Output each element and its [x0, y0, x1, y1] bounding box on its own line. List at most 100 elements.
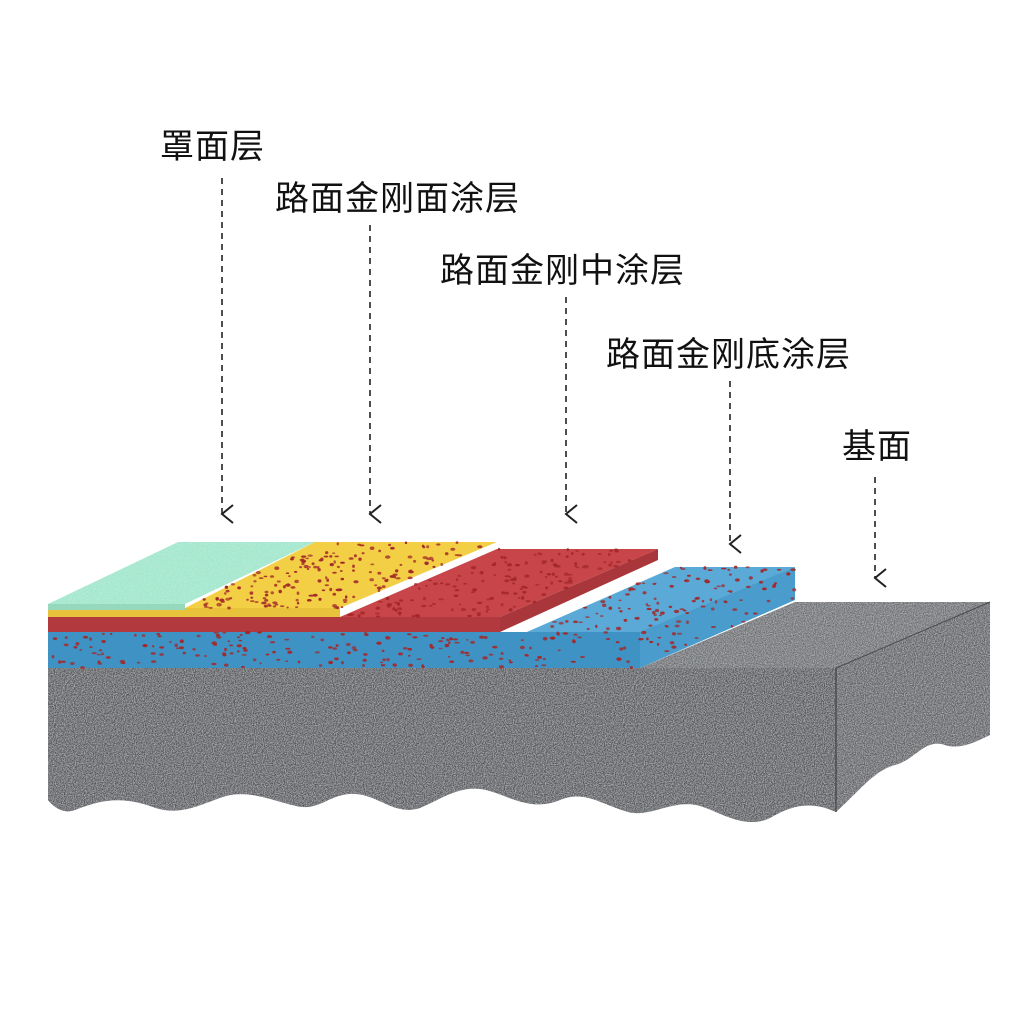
fleck	[641, 582, 646, 585]
fleck	[429, 643, 433, 647]
fleck	[533, 553, 537, 556]
fleck	[520, 639, 524, 641]
fleck	[532, 600, 537, 604]
fleck	[299, 566, 302, 569]
fleck	[786, 572, 791, 576]
fleck	[332, 647, 338, 650]
fleck	[224, 663, 229, 667]
fleck	[264, 590, 269, 594]
fleck	[222, 653, 227, 657]
fleck	[303, 564, 309, 569]
fleck	[660, 611, 665, 615]
fleck	[535, 659, 540, 661]
fleck	[657, 636, 662, 639]
fleck	[377, 588, 381, 593]
fleck	[285, 647, 291, 650]
fleck	[504, 575, 511, 578]
fleck	[539, 571, 543, 574]
fleck	[700, 605, 706, 608]
fleck	[52, 637, 58, 640]
fleck	[61, 660, 66, 663]
fleck	[290, 586, 296, 589]
fleck	[402, 647, 408, 650]
fleck	[512, 582, 516, 585]
fleck	[332, 552, 336, 554]
fleck	[58, 660, 62, 664]
fleck	[89, 646, 93, 648]
fleck	[284, 638, 290, 641]
fleck	[498, 665, 505, 669]
fleck	[241, 665, 245, 669]
fleck	[351, 646, 357, 650]
label-base-coat: 路面金刚底涂层	[606, 335, 851, 375]
fleck	[623, 618, 628, 622]
fleck	[563, 572, 569, 576]
fleck	[368, 571, 372, 574]
fleck	[239, 633, 243, 637]
fleck	[236, 636, 241, 639]
fleck	[395, 577, 401, 580]
fleck	[348, 557, 354, 560]
fleck	[417, 614, 421, 619]
fleck	[411, 614, 415, 618]
fleck	[732, 608, 738, 611]
middle-coat-top-surface	[340, 549, 658, 617]
fleck	[623, 646, 627, 650]
fleck	[345, 595, 348, 599]
fleck	[410, 599, 415, 602]
fleck	[136, 661, 141, 664]
fleck	[421, 544, 425, 548]
fleck	[325, 551, 329, 555]
fleck	[436, 543, 441, 546]
top-coat-front-face	[48, 608, 340, 617]
fleck	[438, 647, 443, 650]
fleck	[352, 648, 358, 652]
fleck	[642, 591, 647, 595]
fleck	[663, 572, 669, 575]
fleck	[558, 552, 561, 556]
fleck	[514, 563, 520, 567]
fleck	[671, 576, 677, 578]
fleck	[730, 625, 734, 628]
fleck	[394, 601, 399, 604]
fleck	[159, 646, 165, 649]
fleck	[555, 575, 558, 578]
fleck	[249, 591, 254, 595]
fleck	[168, 641, 173, 643]
fleck	[412, 636, 418, 639]
fleck	[654, 618, 659, 621]
fleck	[574, 565, 578, 568]
fleck	[328, 646, 333, 649]
fleck	[329, 661, 333, 665]
fleck	[616, 657, 622, 661]
fleck	[546, 573, 552, 576]
fleck	[182, 651, 186, 655]
fleck	[390, 546, 395, 550]
fleck	[513, 576, 517, 579]
fleck	[711, 607, 715, 611]
fleck	[151, 645, 155, 648]
fleck	[627, 607, 631, 610]
fleck	[296, 591, 300, 595]
fleck	[519, 587, 523, 591]
fleck	[208, 607, 213, 609]
fleck	[648, 624, 653, 627]
fleck	[377, 601, 383, 603]
fleck	[340, 633, 345, 636]
fleck	[615, 560, 621, 564]
fleck	[295, 598, 299, 602]
fleck	[288, 575, 291, 577]
fleck	[449, 637, 453, 641]
fleck	[141, 634, 146, 637]
fleck	[691, 599, 696, 603]
fleck	[529, 646, 532, 650]
fleck	[272, 605, 277, 608]
fleck	[549, 636, 556, 640]
fleck	[268, 604, 272, 607]
fleck	[340, 561, 345, 564]
fleck	[324, 584, 329, 587]
fleck	[721, 567, 727, 570]
fleck	[619, 610, 623, 613]
fleck	[375, 606, 381, 610]
